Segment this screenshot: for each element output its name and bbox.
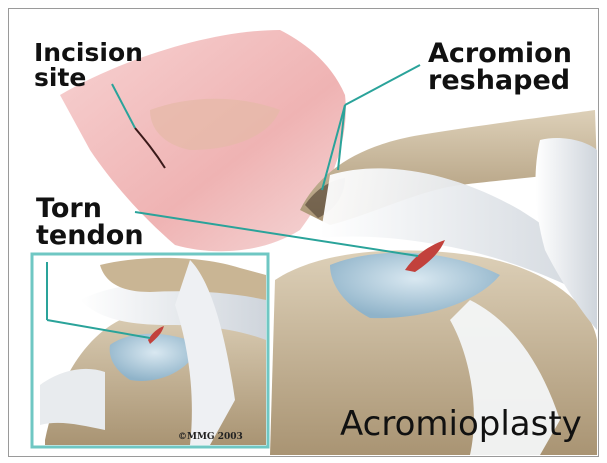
incision-site-label: Incision site: [34, 40, 143, 90]
copyright-notice: ©MMG 2003: [178, 432, 243, 442]
acromion-callout-line-1: [345, 65, 420, 105]
diagram-title: Acromioplasty: [340, 404, 582, 444]
torn-tendon-label: Torn tendon: [36, 195, 144, 249]
acromion-reshaped-label: Acromion reshaped: [428, 40, 572, 94]
